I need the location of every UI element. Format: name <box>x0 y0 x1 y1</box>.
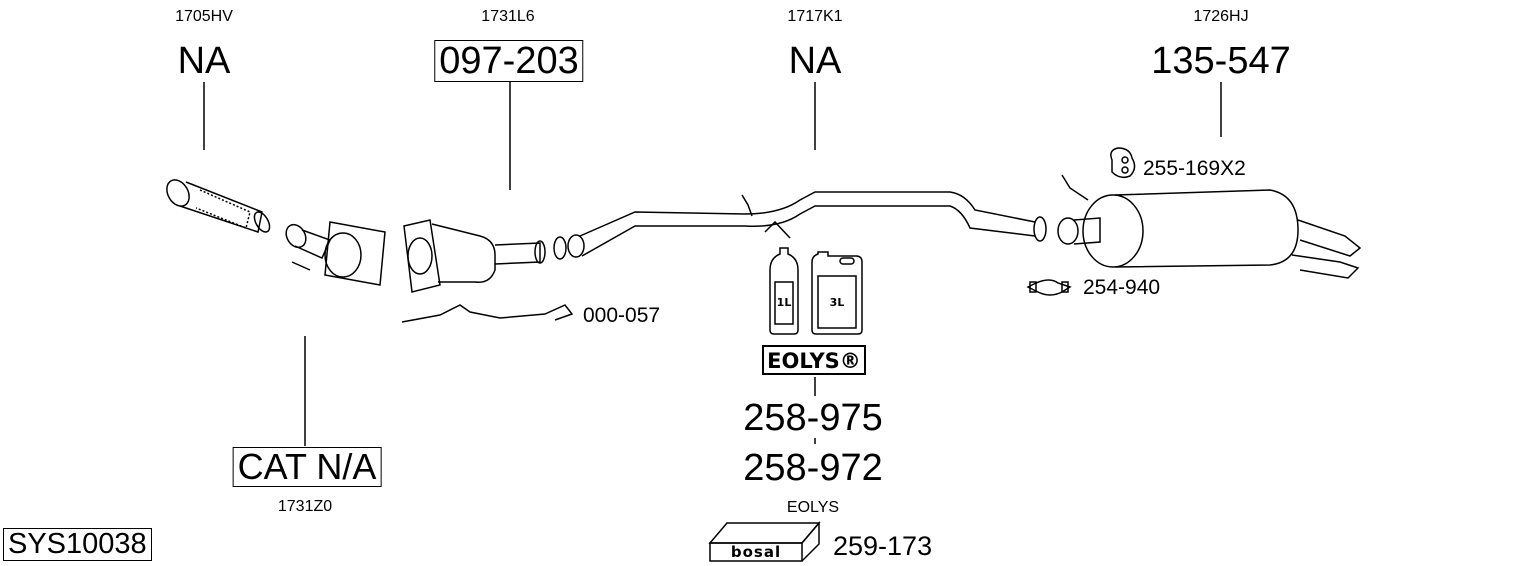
rubber-mount-icon <box>1110 147 1136 179</box>
rubber-mount-ref[interactable]: 255-169X2 <box>1143 157 1246 180</box>
sensor-ref[interactable]: 000-057 <box>583 304 661 327</box>
clamp-icon <box>1026 279 1072 296</box>
part-code-1731l6: 1731L6 <box>481 8 535 25</box>
additive-ref-258-972[interactable]: 258-972 <box>743 447 883 489</box>
catalyst-ref[interactable]: CAT N/A <box>232 447 382 487</box>
eolys-brand-box: EOLYS® <box>762 345 866 375</box>
additive-ref-258-975[interactable]: 258-975 <box>743 397 883 439</box>
rear-muffler-icon <box>1057 174 1362 279</box>
sensor-icon <box>401 304 574 323</box>
clamp-ref[interactable]: 254-940 <box>1083 276 1161 299</box>
additive-1l-bottle-icon <box>769 247 799 335</box>
flex-pipe-icon <box>166 179 271 233</box>
bosal-kit-box-icon <box>708 520 821 562</box>
additive-3l-canister-icon <box>811 251 863 335</box>
center-pipe-icon <box>553 191 1047 260</box>
part-ref-1705hv[interactable]: NA <box>177 40 231 82</box>
part-ref-1717k1[interactable]: NA <box>788 40 842 82</box>
part-ref-1731l6[interactable]: 097-203 <box>434 40 584 82</box>
particulate-filter-icon <box>403 219 546 293</box>
catalyst-icon <box>285 221 386 286</box>
part-code-1726hj: 1726HJ <box>1193 8 1249 25</box>
part-ref-1726hj[interactable]: 135-547 <box>1151 40 1291 82</box>
eolys-kit-label: EOLYS <box>786 499 840 516</box>
bottle-large-label: 3L <box>829 296 845 309</box>
bosal-logo: bosal <box>730 543 782 561</box>
system-id: SYS10038 <box>3 528 152 561</box>
kit-ref[interactable]: 259-173 <box>833 531 933 561</box>
bottle-small-label: 1L <box>776 296 792 309</box>
part-code-1717k1: 1717K1 <box>787 8 843 25</box>
part-code-1705hv: 1705HV <box>175 8 233 25</box>
catalyst-code: 1731Z0 <box>277 498 333 515</box>
